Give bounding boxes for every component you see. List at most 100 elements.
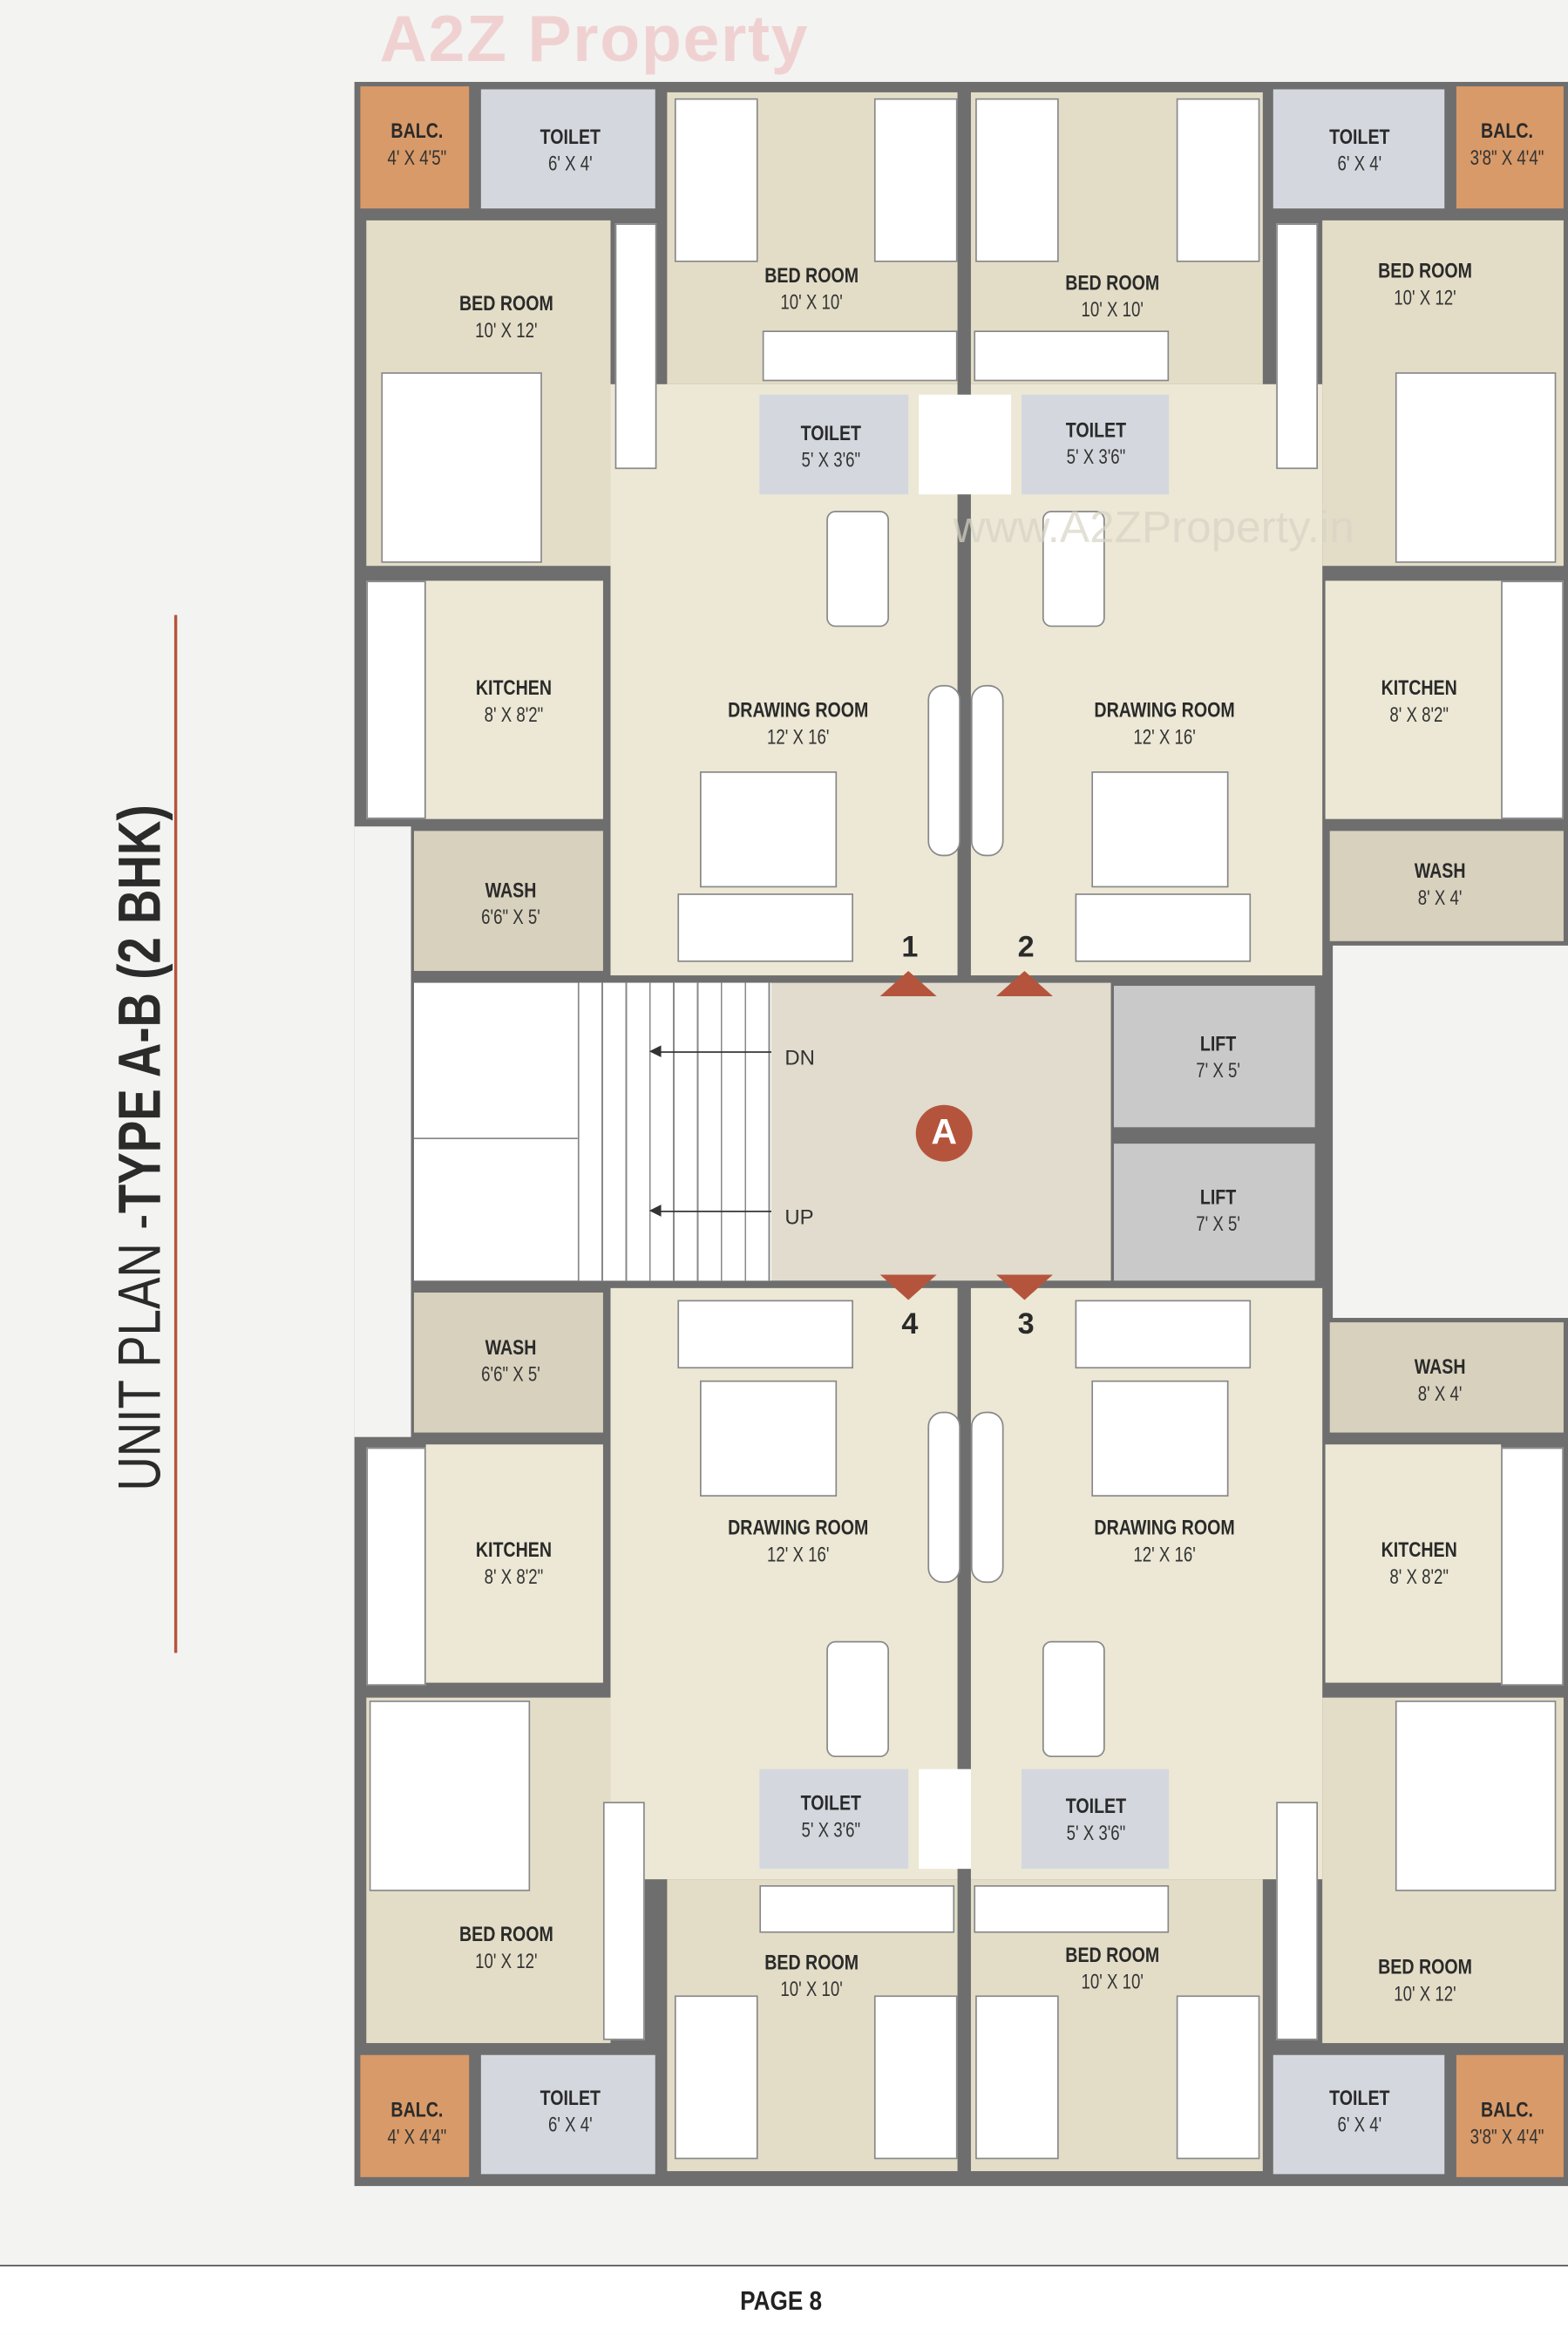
room-size: 8' X 8'2" [1389, 1563, 1449, 1588]
room-size: 4' X 4'4" [387, 2123, 447, 2148]
room-fill [1456, 86, 1564, 209]
room-name: BED ROOM [764, 262, 859, 287]
room-size: 10' X 12' [1394, 1980, 1456, 2005]
wardrobe [1276, 223, 1319, 470]
tv-unit [927, 684, 960, 857]
stair-landing-line [577, 982, 580, 1281]
room-size: 5' X 3'6" [1066, 1819, 1126, 1844]
stair-up-label: UP [784, 1205, 814, 1229]
room-size: 6' X 4' [1337, 2111, 1382, 2135]
sofa [1075, 893, 1252, 962]
room-size: 3'8" X 4'4" [1470, 144, 1544, 169]
room-fill [413, 831, 603, 971]
room-size: 4' X 4'5" [387, 144, 447, 169]
room-size: 6'6" X 5' [481, 1361, 540, 1385]
room-size: 8' X 8'2" [1389, 701, 1449, 726]
room-name: TOILET [1065, 417, 1127, 442]
page-title: UNIT PLAN - TYPE A-B (2 BHK) [108, 703, 175, 1560]
room-name: TOILET [1329, 124, 1390, 148]
room-fill [1273, 89, 1445, 209]
room-name: TOILET [800, 420, 862, 445]
tv-unit [927, 1411, 960, 1584]
shaft [919, 394, 1012, 495]
room-name: BED ROOM [1378, 258, 1472, 282]
room-name: KITCHEN [475, 675, 553, 700]
unit-number-1: 1 [901, 931, 919, 965]
room-name: BED ROOM [1378, 1954, 1472, 1979]
room-fill [425, 580, 603, 819]
room-size: 6'6" X 5' [481, 904, 540, 928]
center-rug [1091, 771, 1229, 888]
room-size: 12' X 16' [767, 723, 830, 748]
room-name: KITCHEN [1381, 1537, 1457, 1562]
sofa [677, 1300, 853, 1369]
room-fill [360, 2054, 470, 2177]
room-name: LIFT [1199, 1031, 1237, 1056]
kitchen-counter [366, 580, 426, 819]
footer-divider [0, 2264, 1568, 2267]
kitchen-counter [366, 1447, 426, 1687]
arrowhead-icon [648, 1045, 662, 1058]
room-label-balcony: BALC.3'8" X 4'4" [1460, 119, 1555, 171]
room-fill [1325, 580, 1502, 819]
room-name: DRAWING ROOM [1094, 697, 1235, 722]
entry-arrow-1 [879, 970, 937, 996]
room-size: 10' X 12' [475, 316, 538, 342]
room-name: WASH [1414, 858, 1466, 883]
room-size: 7' X 5' [1196, 1057, 1240, 1082]
center-rug [699, 771, 838, 888]
stair-down-label: DN [784, 1045, 815, 1069]
room-size: 6' X 4' [547, 2111, 593, 2135]
room-name: WASH [485, 1334, 537, 1360]
single-bed [674, 98, 758, 262]
single-bed [873, 98, 958, 262]
room-fill [480, 89, 655, 209]
room-fill [1329, 1322, 1564, 1433]
room-name: BALC. [1481, 2097, 1533, 2121]
double-bed [1395, 1700, 1557, 1891]
title-light: UNIT PLAN - [107, 1213, 174, 1491]
room-name: KITCHEN [1381, 675, 1457, 700]
center-rug [1091, 1380, 1229, 1497]
double-bed [369, 1700, 531, 1891]
room-name: TOILET [1329, 2085, 1390, 2110]
sofa [1075, 1300, 1252, 1369]
room-name: BALC. [390, 2097, 444, 2121]
wardrobe [759, 1884, 955, 1933]
room-size: 8' X 8'2" [484, 701, 544, 726]
room-fill [1113, 986, 1315, 1128]
room-name: BED ROOM [458, 1921, 553, 1946]
room-fill [1456, 2054, 1564, 2177]
room-size: 8' X 8'2" [484, 1563, 544, 1588]
dining-table [1042, 1640, 1105, 1758]
unit-number-4: 4 [901, 1307, 919, 1341]
room-size: 3'8" X 4'4" [1470, 2123, 1544, 2148]
center-rug [699, 1380, 838, 1497]
room-size: 8' X 4' [1417, 884, 1463, 909]
room-fill [759, 394, 909, 495]
wardrobe [614, 223, 657, 470]
outside-gap-left-top [354, 826, 411, 1437]
room-name: WASH [485, 878, 537, 902]
watermark-logo: A2Z Property [379, 3, 810, 77]
outside-gap-right [1333, 945, 1568, 1319]
room-size: 7' X 5' [1196, 1211, 1240, 1235]
sofa [677, 893, 853, 962]
room-fill [1273, 2054, 1445, 2175]
room-fill [360, 86, 470, 209]
